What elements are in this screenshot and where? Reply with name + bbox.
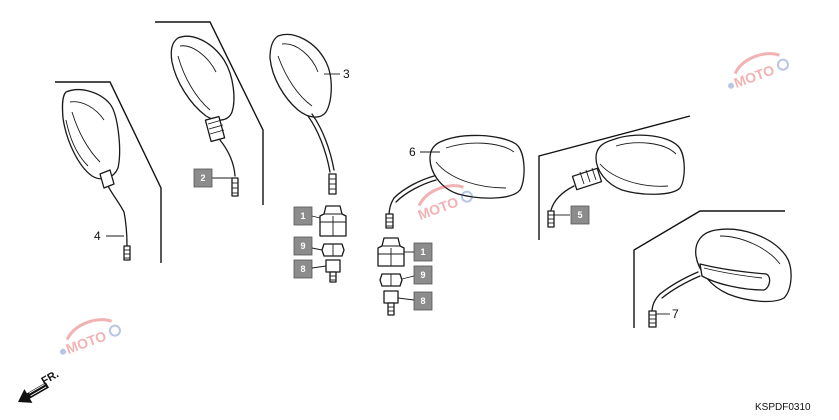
label-box-9a: 9 <box>293 236 313 256</box>
svg-text:1: 1 <box>300 211 305 221</box>
watermark-top-right: MOTO <box>728 52 789 91</box>
svg-text:8: 8 <box>300 264 305 274</box>
leader-9a <box>311 247 323 251</box>
hex-nut-a <box>321 243 345 257</box>
mirror-assembly-5 <box>547 134 685 228</box>
leader-1a <box>311 215 321 219</box>
callout-4: 4 <box>94 229 101 243</box>
adapter-nut-b <box>377 237 405 267</box>
label-box-5: 5 <box>570 205 590 225</box>
svg-text:2: 2 <box>200 173 205 183</box>
bolt-a <box>325 259 341 283</box>
callout-3: 3 <box>343 67 350 81</box>
mirror-assembly-3 <box>269 33 340 195</box>
bolt-b <box>383 290 399 316</box>
mirror-assembly-7 <box>648 228 792 328</box>
frame-group-4 <box>55 81 162 263</box>
adapter-nut-a <box>319 205 347 237</box>
svg-text:8: 8 <box>420 296 425 306</box>
drawing-code: KSPDF0310 <box>755 402 811 413</box>
leader-8a <box>311 265 327 269</box>
callout-6: 6 <box>409 145 416 159</box>
svg-text:1: 1 <box>420 247 425 257</box>
hex-nut-b <box>379 273 403 287</box>
label-box-8a: 8 <box>293 259 313 279</box>
leader-9b <box>401 275 415 280</box>
label-box-1b: 1 <box>413 242 433 262</box>
svg-text:9: 9 <box>420 270 425 280</box>
svg-text:5: 5 <box>577 210 582 220</box>
mirror-assembly-4 <box>61 89 131 261</box>
watermark-bottom-left: MOTO <box>60 318 121 357</box>
leader-8b <box>397 297 415 301</box>
mirror-assembly-6 <box>385 134 525 229</box>
label-box-2: 2 <box>193 168 213 188</box>
callout-7: 7 <box>672 307 679 321</box>
label-box-1a: 1 <box>293 206 313 226</box>
label-box-8b: 8 <box>413 291 433 311</box>
label-box-9b: 9 <box>413 265 433 285</box>
frame-group-7 <box>633 210 785 328</box>
front-direction-arrow-icon <box>18 382 49 403</box>
frame-group-5 <box>538 115 691 240</box>
svg-text:9: 9 <box>300 241 305 251</box>
frame-group-2 <box>155 21 264 205</box>
direction-label: FR. <box>40 368 61 387</box>
mirror-assembly-2 <box>170 35 239 197</box>
